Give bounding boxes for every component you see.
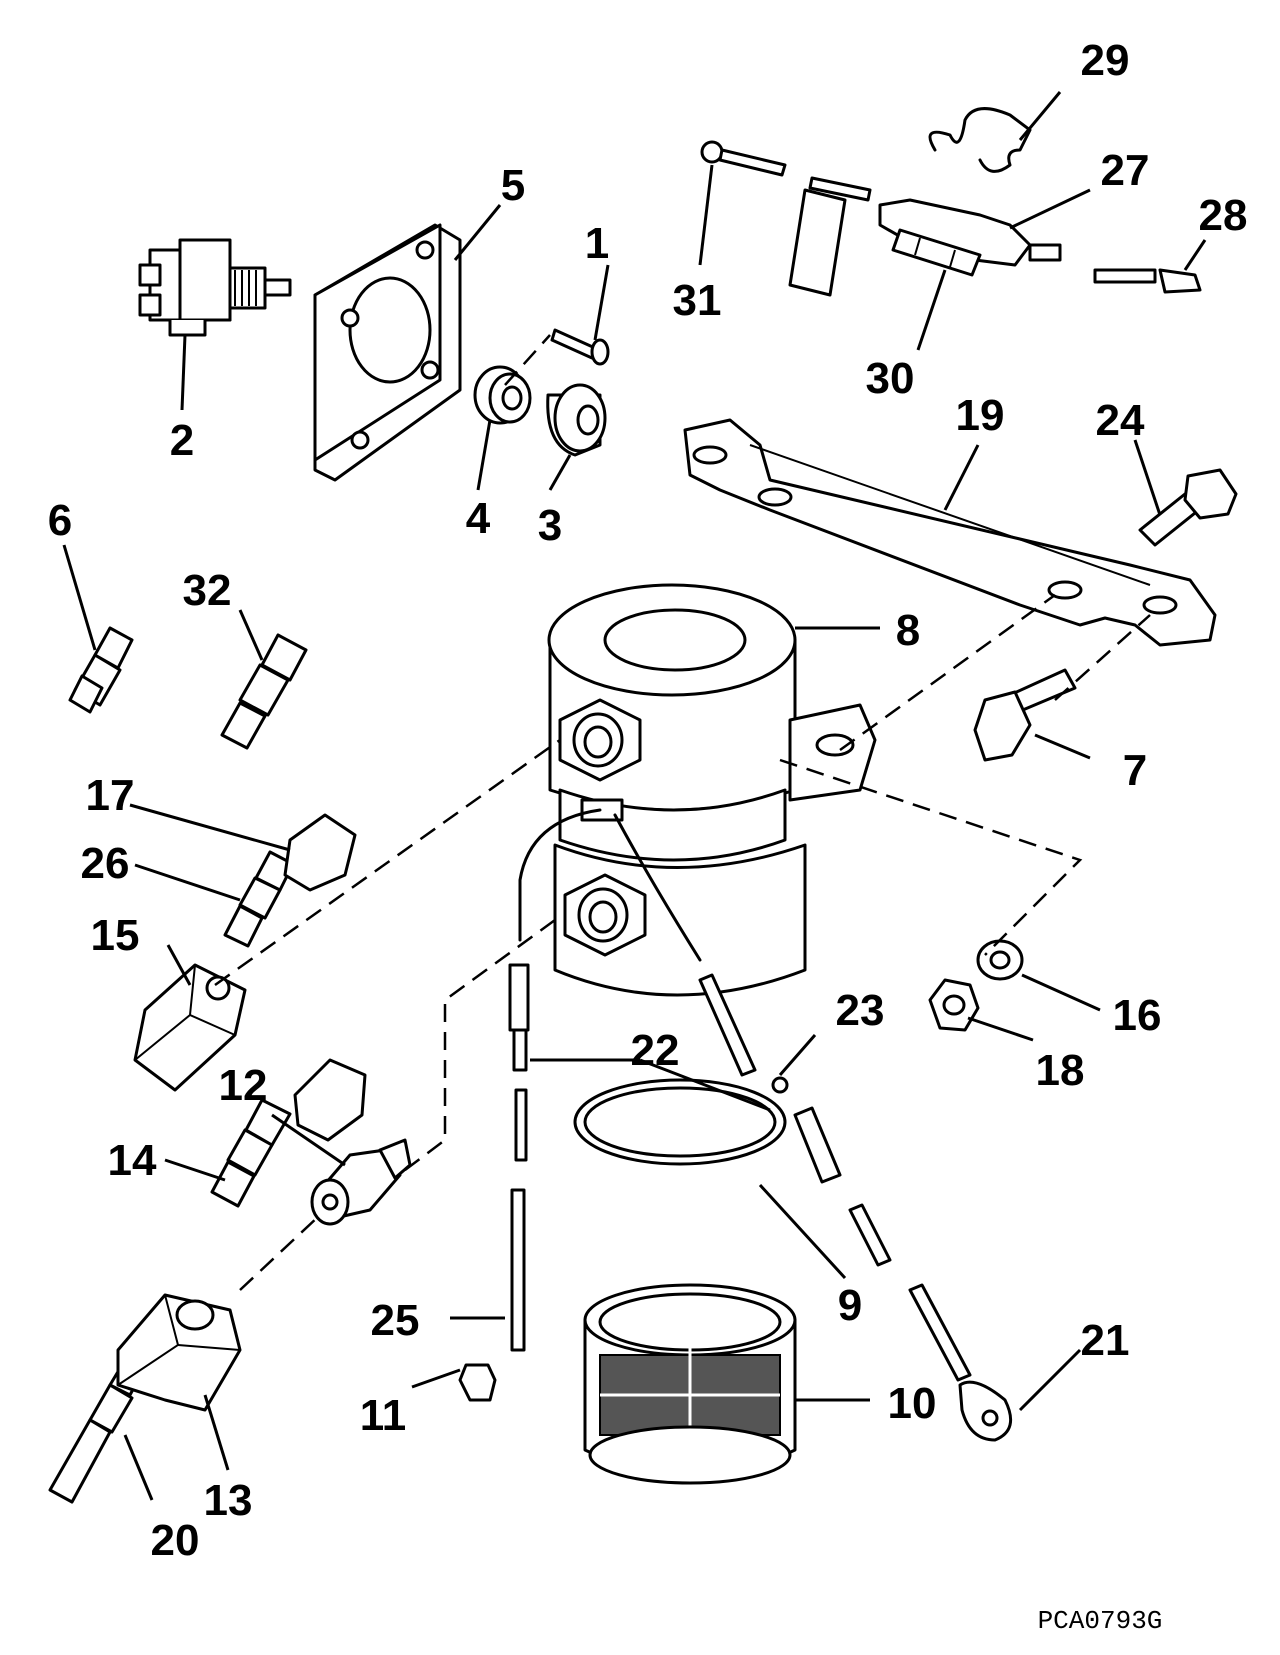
callout-8: 8 xyxy=(896,606,920,655)
callout-27: 27 xyxy=(1101,146,1150,195)
callout-20: 20 xyxy=(151,1516,200,1565)
fitting-part-32 xyxy=(220,633,308,750)
block-part-15 xyxy=(133,963,247,1092)
fitting-part-26 xyxy=(223,850,295,948)
callout-19: 19 xyxy=(956,391,1005,440)
block-part-13 xyxy=(116,1293,242,1412)
fitting-part-6 xyxy=(68,626,134,714)
fuse-holder-part-27 xyxy=(878,198,1202,294)
callout-6: 6 xyxy=(48,496,72,545)
callout-11: 11 xyxy=(360,1391,407,1440)
mounting-plate-part xyxy=(313,223,462,482)
nut-part-18 xyxy=(928,978,980,1032)
clip-part-29 xyxy=(928,107,1032,173)
callout-24: 24 xyxy=(1096,396,1145,445)
fuel-pump-part-8 xyxy=(547,583,877,997)
callout-labels: 1 2 3 4 5 6 7 8 9 10 11 12 13 14 15 16 1… xyxy=(48,36,1248,1565)
callout-17: 17 xyxy=(86,771,135,820)
wire-lead-part-31 xyxy=(700,140,872,297)
bolt-part-24 xyxy=(1138,468,1238,547)
callout-31: 31 xyxy=(673,276,722,325)
nut-part xyxy=(473,365,532,425)
cap-part xyxy=(546,383,607,457)
callout-2: 2 xyxy=(170,416,194,465)
callout-1: 1 xyxy=(585,219,609,268)
leader-lines xyxy=(62,91,1207,1501)
callout-23: 23 xyxy=(836,986,885,1035)
callout-3: 3 xyxy=(538,501,562,550)
callout-22: 22 xyxy=(631,1026,680,1075)
callout-16: 16 xyxy=(1113,991,1162,1040)
callout-10: 10 xyxy=(888,1379,937,1428)
callout-9: 9 xyxy=(838,1281,862,1330)
o-ring-part-9 xyxy=(573,1078,787,1166)
bolt-part-7 xyxy=(973,668,1077,762)
callout-26: 26 xyxy=(81,839,130,888)
fuse-part-30 xyxy=(891,228,982,277)
callout-5: 5 xyxy=(501,161,525,210)
callout-29: 29 xyxy=(1081,36,1130,85)
callout-15: 15 xyxy=(91,911,140,960)
callout-28: 28 xyxy=(1199,191,1248,240)
drawing-code: PCA0793G xyxy=(1038,1606,1163,1636)
screw-part xyxy=(550,328,610,366)
callout-21: 21 xyxy=(1081,1316,1130,1365)
fuel-line-part-17 xyxy=(283,708,483,1142)
fitting-part-14 xyxy=(210,1098,292,1208)
callout-25: 25 xyxy=(371,1296,420,1345)
callout-32: 32 xyxy=(183,566,232,615)
fitting-part-12 xyxy=(310,1138,412,1226)
callout-7: 7 xyxy=(1123,746,1147,795)
callout-18: 18 xyxy=(1036,1046,1085,1095)
washer-part-16 xyxy=(976,939,1024,981)
assembly-dashed-lines xyxy=(214,334,1151,1291)
callout-13: 13 xyxy=(204,1476,253,1525)
callout-30: 30 xyxy=(866,354,915,403)
filter-screen-part-10 xyxy=(583,1283,797,1485)
bracket-part-19 xyxy=(683,418,1217,647)
callout-4: 4 xyxy=(466,494,491,543)
callout-14: 14 xyxy=(108,1136,157,1185)
callout-12: 12 xyxy=(219,1061,268,1110)
wire-harness xyxy=(458,808,1013,1442)
toggle-switch-part xyxy=(138,238,292,337)
